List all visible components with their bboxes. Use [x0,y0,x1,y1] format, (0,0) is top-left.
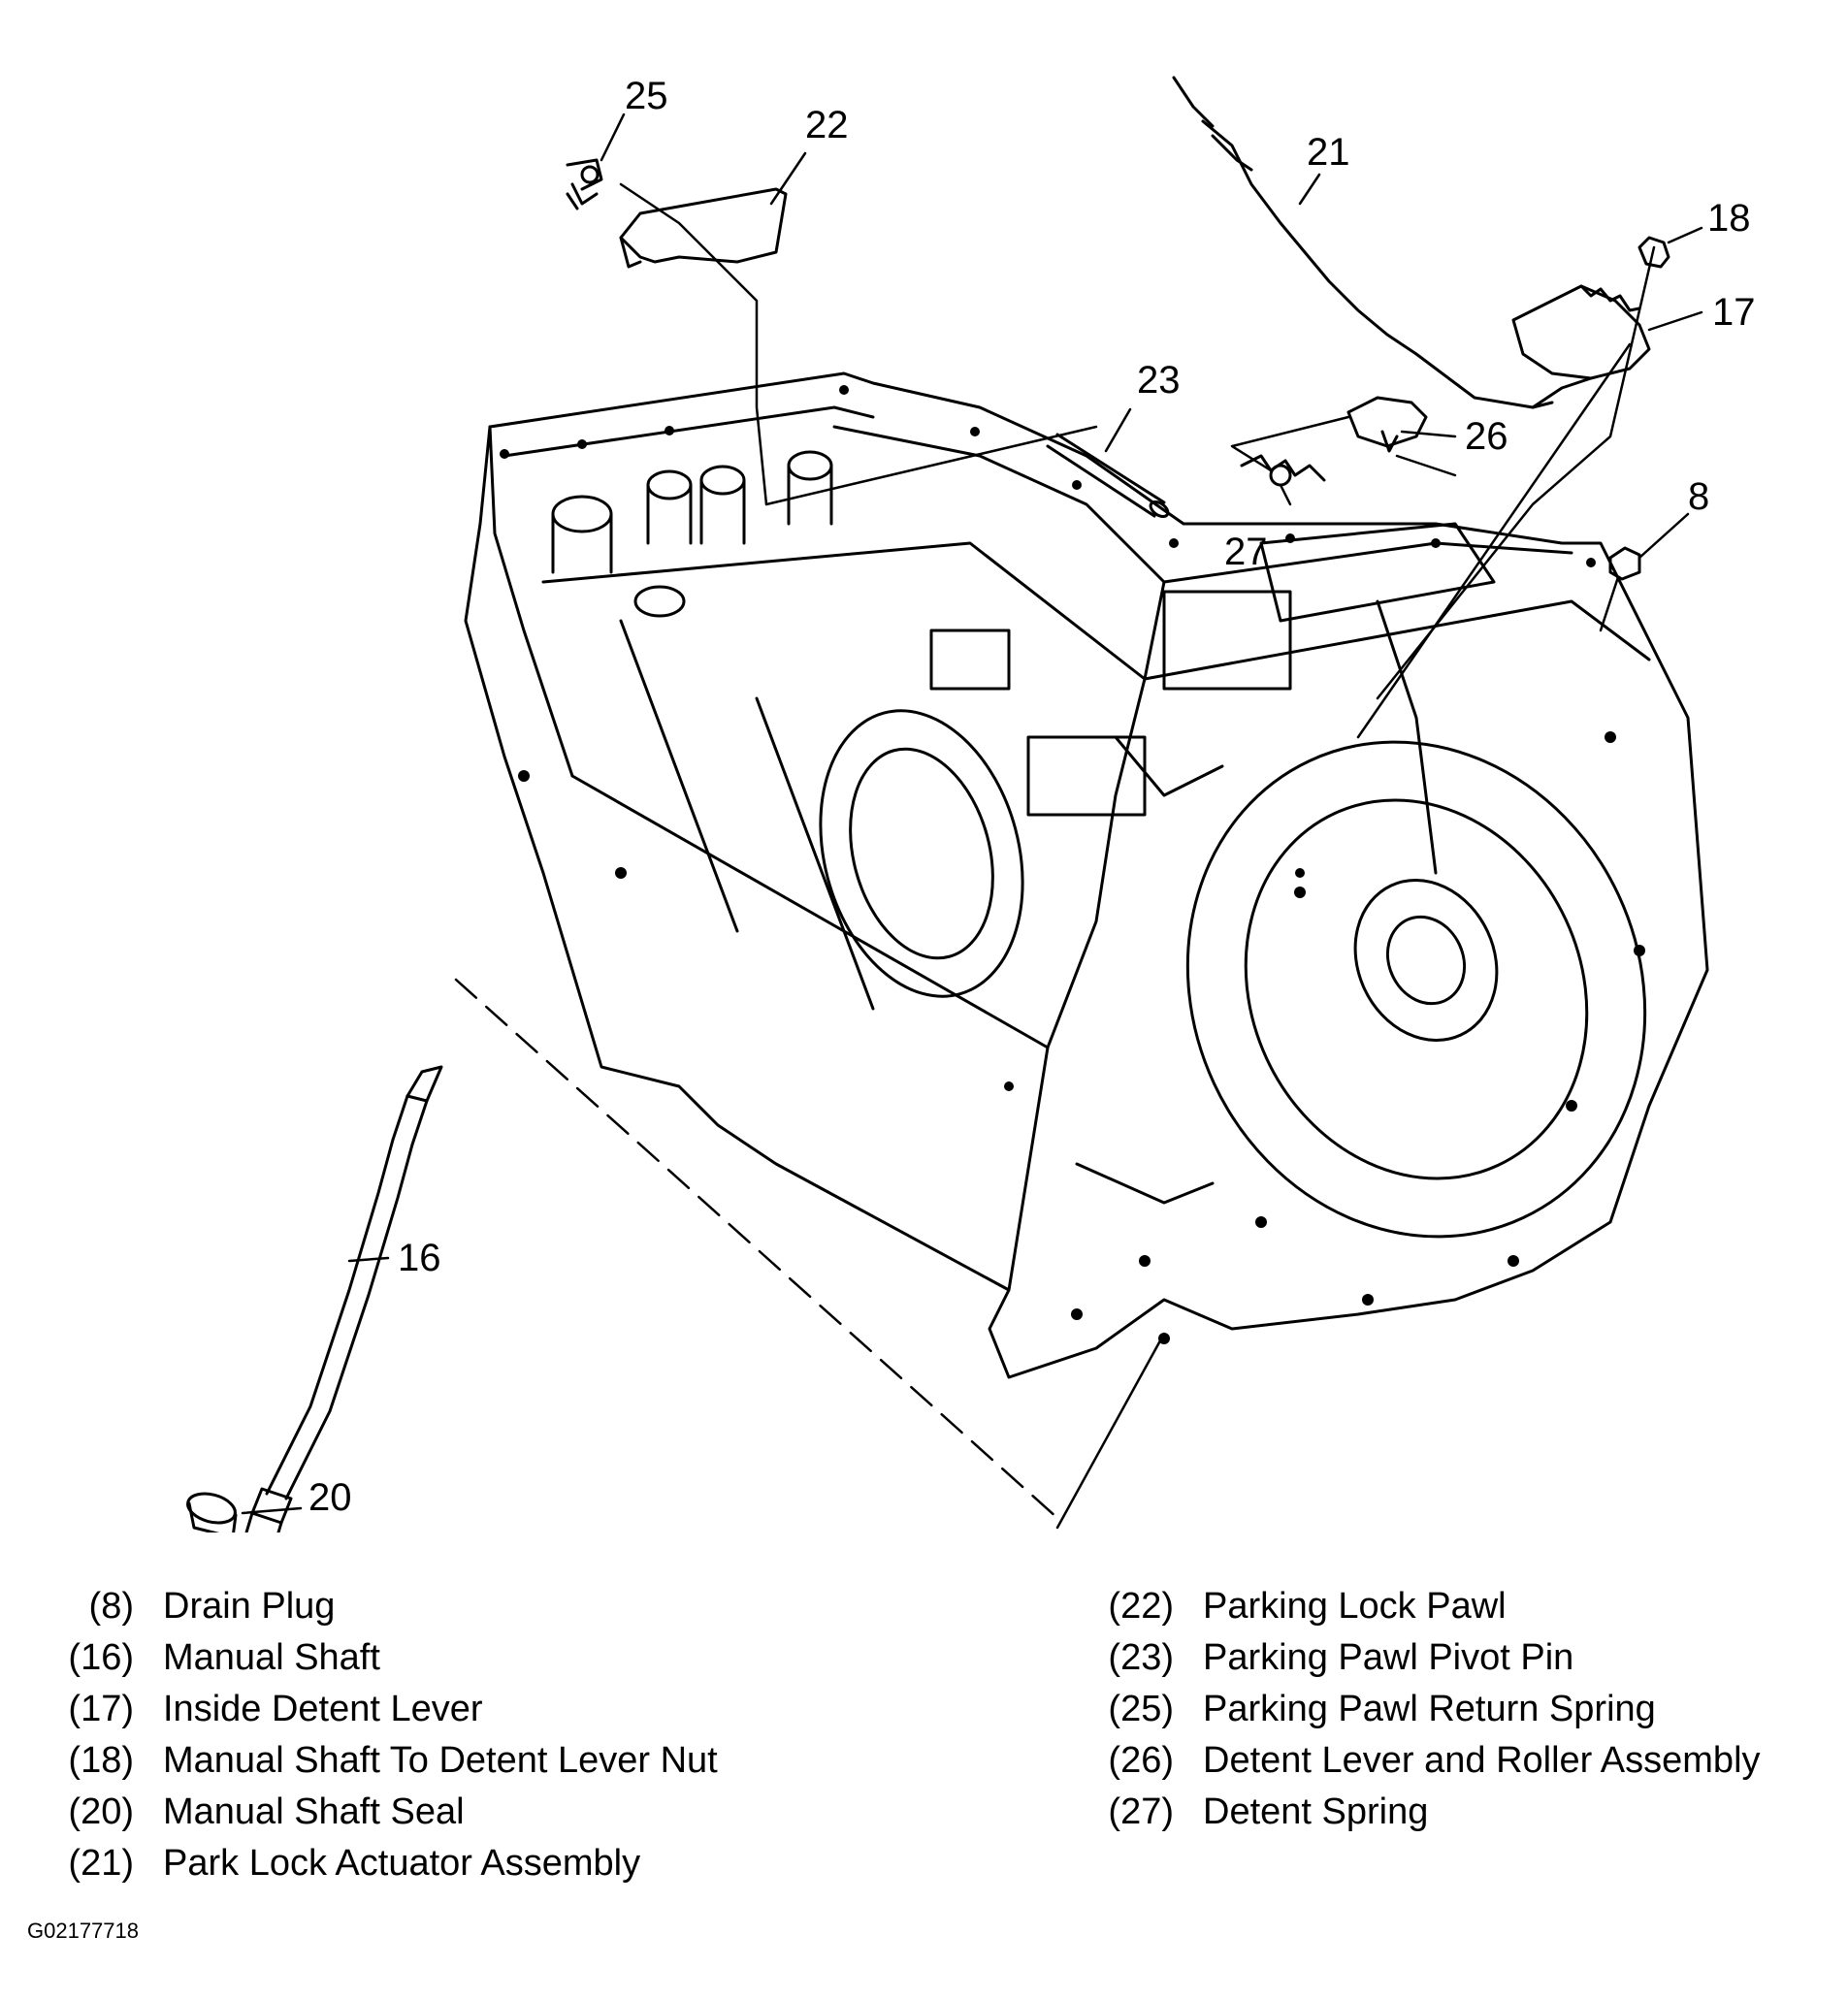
shaft-alignment-dashed-line [454,978,1059,1520]
case-bolt-holes [500,385,1645,1344]
legend-item: (27)Detent Spring [1108,1791,1429,1832]
callout-21: 21 [1307,131,1350,174]
callout-20: 20 [308,1476,352,1519]
leader-lines [241,113,1703,1530]
callout-25: 25 [625,75,668,117]
drain-plug [1608,546,1641,581]
inside-detent-lever [1511,284,1651,380]
parking-pawl-return-spring [566,158,603,210]
legend-item: (17)Inside Detent Lever [68,1689,483,1729]
legend-item: (21)Park Lock Actuator Assembly [68,1843,641,1884]
callout-22: 22 [805,104,849,146]
parking-lock-pawl [619,187,788,269]
manual-shaft-seal [186,1492,238,1532]
manual-shaft [244,1065,443,1532]
legend-item: (20)Manual Shaft Seal [68,1791,465,1832]
parts-legend-right: (22)Parking Lock Pawl (23)Parking Pawl P… [1067,1581,1761,1838]
legend-item: (26)Detent Lever and Roller Assembly [1108,1740,1761,1781]
legend-item: (22)Parking Lock Pawl [1108,1586,1507,1627]
parts-legend-left: (8)Drain Plug (16)Manual Shaft (17)Insid… [27,1581,718,1889]
legend-item: (16)Manual Shaft [68,1637,380,1678]
transmission-case [464,371,1709,1379]
legend-item: (18)Manual Shaft To Detent Lever Nut [68,1740,718,1781]
callout-23: 23 [1137,359,1181,402]
callout-17: 17 [1712,291,1756,334]
parking-pawl-pivot-pin [1046,433,1170,519]
callout-18: 18 [1707,197,1751,240]
callout-8: 8 [1688,475,1709,518]
park-lock-actuator-assembly [1172,76,1593,409]
callout-27: 27 [1224,531,1268,573]
legend-item: (25)Parking Pawl Return Spring [1108,1689,1656,1729]
figure-id: G02177718 [27,1919,139,1943]
manual-shaft-detent-lever-nut [1637,236,1670,269]
transmission-case-diagram: 25 22 23 21 18 17 26 27 8 16 20 [186,75,1756,1532]
callout-16: 16 [398,1237,441,1279]
legend-item: (8)Drain Plug [88,1586,336,1627]
callout-26: 26 [1465,415,1508,458]
legend-item: (23)Parking Pawl Pivot Pin [1108,1637,1574,1678]
detent-lever-roller-assembly [1346,396,1428,453]
